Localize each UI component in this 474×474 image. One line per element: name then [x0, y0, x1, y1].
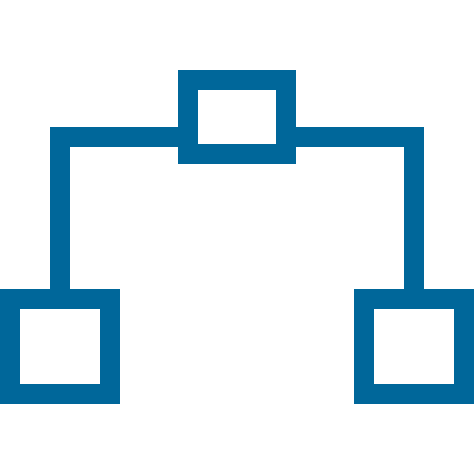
parent-node: [178, 70, 296, 164]
child-node-right: [354, 289, 474, 404]
connector-lines: [50, 127, 424, 299]
child-node-left: [0, 289, 120, 404]
